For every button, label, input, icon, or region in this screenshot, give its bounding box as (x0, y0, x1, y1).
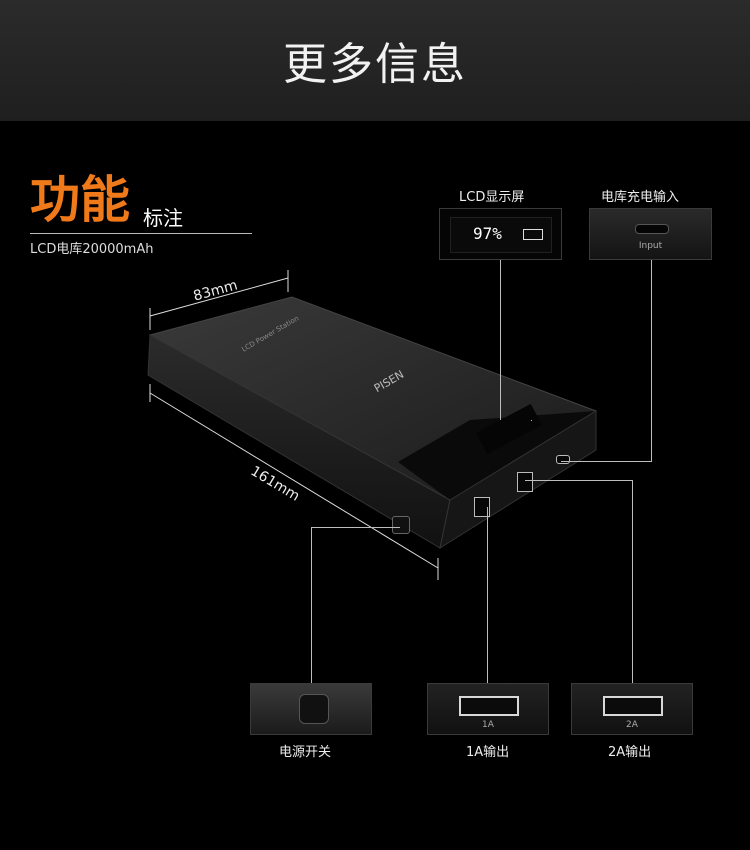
power-connector-vertical (311, 527, 312, 683)
lcd-label: LCD显示屏 (459, 190, 525, 205)
lcd-reading: 97% (473, 224, 502, 243)
power-switch-panel (250, 683, 372, 735)
lcd-connector (500, 260, 501, 420)
power-connector-horizontal (311, 527, 400, 528)
usb2a-panel: 2A (571, 683, 693, 735)
input-port-text: Input (638, 241, 663, 251)
device-usb-2a (517, 472, 533, 492)
lcd-callout-dot (531, 420, 532, 421)
micro-usb-port (635, 224, 669, 234)
input-connector-vertical (651, 260, 652, 461)
charge-input-label: 电库充电输入 (601, 190, 680, 205)
device-micro-usb (556, 455, 570, 464)
feature-title: 功能 (30, 171, 130, 229)
usb1a-port-text: 1A (482, 720, 494, 730)
usb2a-connector-horizontal (525, 480, 632, 481)
lcd-panel: 97% (439, 208, 562, 260)
header-bar: 更多信息 (0, 0, 750, 121)
page-title: 更多信息 (283, 39, 467, 90)
device-power-button (392, 516, 410, 534)
power-switch-icon (299, 694, 329, 724)
usb2a-connector-vertical (632, 480, 633, 683)
input-connector-horizontal (561, 461, 652, 462)
usb2a-port-text: 2A (626, 720, 638, 730)
usb2a-label: 2A输出 (608, 745, 652, 760)
power-switch-label: 电源开关 (279, 745, 332, 760)
charge-input-panel: Input (589, 208, 712, 260)
usb1a-panel: 1A (427, 683, 549, 735)
feature-description: LCD电库20000mAh (30, 242, 154, 257)
usb-port-icon (603, 696, 663, 716)
usb1a-label: 1A输出 (466, 745, 510, 760)
battery-icon (523, 229, 543, 240)
usb-port-icon (459, 696, 519, 716)
device-usb-1a (474, 497, 490, 517)
usb1a-connector (487, 507, 488, 683)
feature-subtitle: 标注 (143, 206, 183, 230)
lcd-screen: 97% (450, 217, 552, 253)
feature-underline (30, 233, 252, 234)
